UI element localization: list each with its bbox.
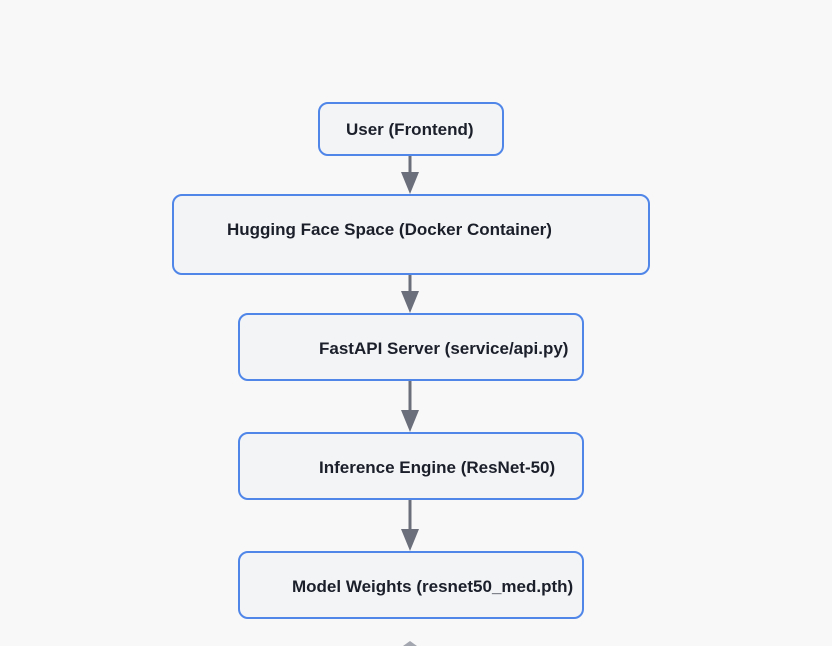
node-inference-engine: Inference Engine (ResNet-50) bbox=[238, 432, 584, 500]
node-user-frontend: User (Frontend) bbox=[318, 102, 504, 156]
node-model-weights: Model Weights (resnet50_med.pth) bbox=[238, 551, 584, 619]
edge-hf-space-to-fastapi bbox=[401, 274, 419, 313]
node-label: Hugging Face Space (Docker Container) bbox=[227, 220, 552, 239]
arrowhead-icon bbox=[403, 641, 417, 646]
arrowhead-icon bbox=[401, 529, 419, 551]
arrowhead-icon bbox=[401, 291, 419, 313]
arrowhead-icon bbox=[401, 410, 419, 432]
node-fastapi-server: FastAPI Server (service/api.py) bbox=[238, 313, 584, 381]
node-hugging-face-space: Hugging Face Space (Docker Container) bbox=[172, 194, 650, 275]
edge-fastapi-to-inference bbox=[401, 380, 419, 432]
node-label: User (Frontend) bbox=[346, 120, 474, 139]
node-label: Model Weights (resnet50_med.pth) bbox=[292, 577, 574, 596]
node-label: Inference Engine (ResNet-50) bbox=[319, 458, 556, 477]
arrowhead-icon bbox=[401, 172, 419, 194]
edge-inference-to-weights bbox=[401, 499, 419, 551]
edge-user-to-hf-space bbox=[401, 155, 419, 194]
node-label: FastAPI Server (service/api.py) bbox=[319, 339, 569, 358]
